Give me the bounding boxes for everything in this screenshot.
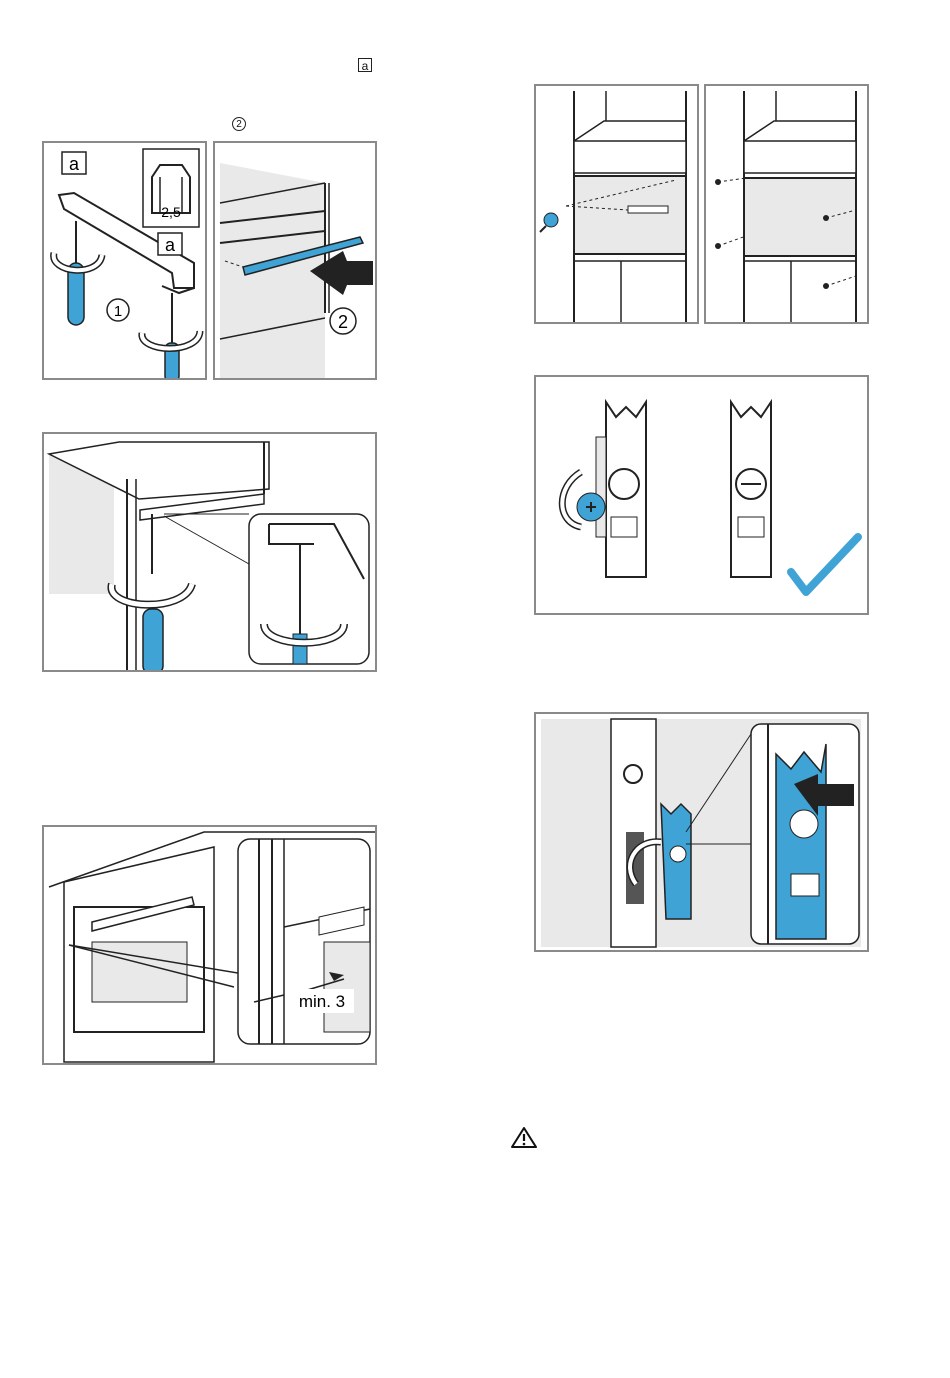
figure-fix-top-bracket [42, 432, 377, 672]
cabinet-left-illustration [536, 86, 699, 324]
figure-cabinet-fixing-left [534, 84, 699, 324]
bracket-illustration: a a 2,5 1 [44, 143, 207, 380]
callout-a-marker: a [358, 58, 372, 72]
figure-hinge-check [534, 375, 869, 615]
hinge-release-illustration [536, 714, 869, 952]
checkmark-icon [791, 537, 858, 592]
figure-bracket-screw: a a 2,5 1 [42, 141, 207, 380]
bit-size-label: 2,5 [161, 204, 181, 220]
gap-label: min. 3 [299, 992, 345, 1011]
step-1-marker: 1 [114, 303, 122, 320]
gap-illustration: min. 3 [44, 827, 377, 1065]
figure-minimum-gap: min. 3 [42, 825, 377, 1065]
label-a-top: a [69, 154, 80, 174]
figure-attach-bar: 2 [213, 141, 377, 380]
warning-icon [511, 1126, 537, 1148]
step-2-marker: 2 [338, 312, 348, 332]
label-a-mid: a [165, 235, 176, 255]
top-bracket-illustration [44, 434, 377, 672]
hinge-check-illustration [536, 377, 869, 615]
figure-hinge-release [534, 712, 869, 952]
appliance-bar-illustration: 2 [215, 143, 377, 380]
figure-cabinet-fixing-right [704, 84, 869, 324]
cabinet-right-illustration [706, 86, 869, 324]
callout-step-2-marker: 2 [232, 117, 246, 131]
